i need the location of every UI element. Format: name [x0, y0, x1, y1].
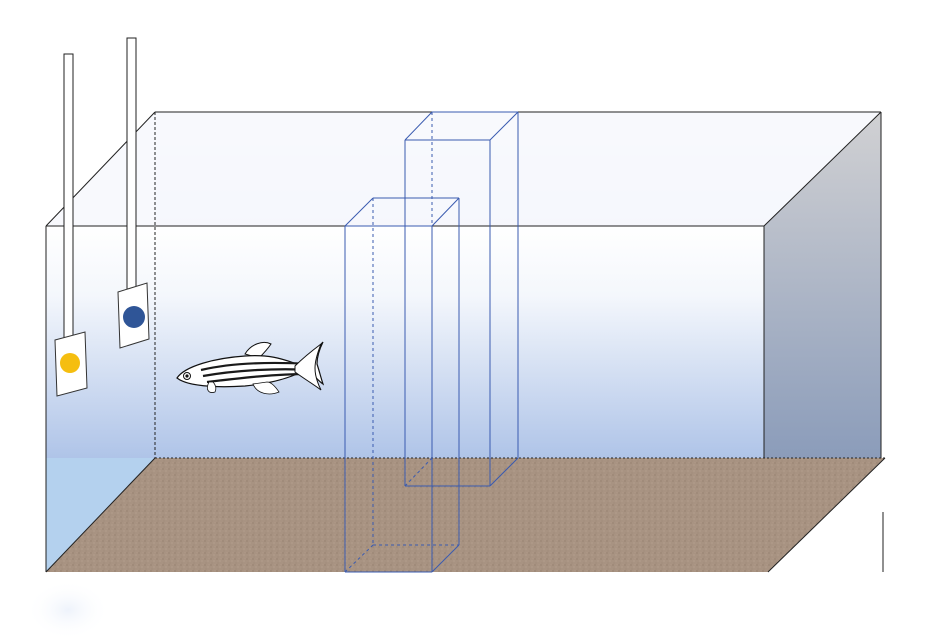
tank-right-wall [764, 112, 881, 458]
zebrafish-pupil [185, 374, 189, 378]
right-hanging-card [117, 37, 150, 349]
right-card-strap [126, 37, 137, 297]
faint-shadow [26, 580, 110, 640]
tank-top [46, 112, 881, 226]
left-card-strap [63, 53, 74, 343]
right-card-blue-dot [123, 306, 145, 328]
aquarium-tank [45, 111, 886, 573]
front-transparent-column [344, 197, 460, 573]
zebrafish-anal-fin [252, 381, 280, 395]
zebrafish-pectoral-fin [207, 381, 217, 393]
left-card-yellow-dot [60, 353, 80, 373]
gravel-substrate [46, 458, 885, 572]
zebrafish [176, 341, 325, 395]
left-hanging-card [54, 53, 88, 397]
zebrafish-tail [294, 342, 323, 391]
